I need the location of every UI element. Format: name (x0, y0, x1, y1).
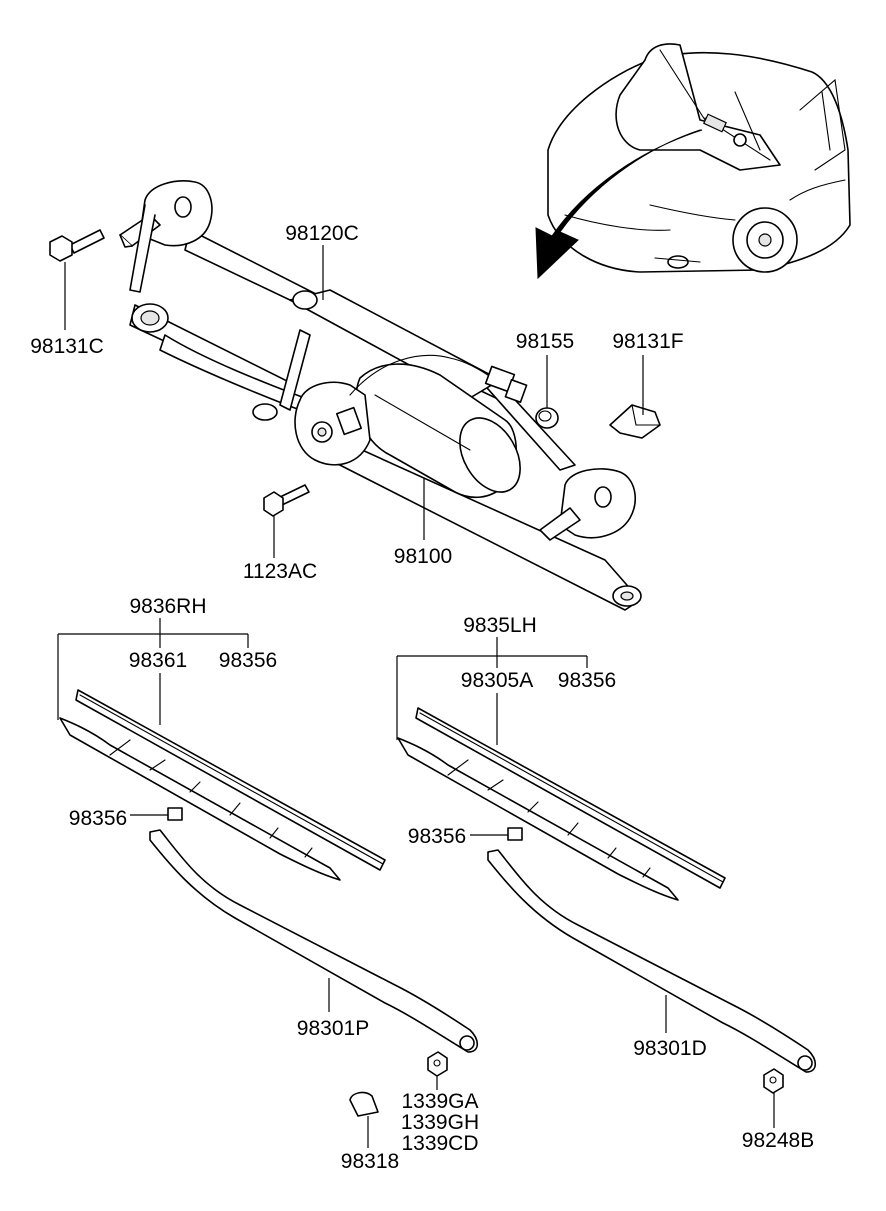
label-98305A: 98305A (461, 669, 533, 692)
label-98248B: 98248B (742, 1129, 814, 1152)
wiper-linkage-assembly (119, 180, 642, 611)
label-98356-rh-clip: 98356 (69, 807, 127, 830)
leader-lines (57, 245, 775, 1148)
bolt-1123AC-drawing (263, 484, 310, 517)
rh-wiper-arm-drawing (149, 829, 479, 1053)
label-1339GH: 1339GH (401, 1111, 479, 1134)
label-98356-rh-refill: 98356 (219, 649, 277, 672)
label-98356-lh-clip: 98356 (408, 825, 466, 848)
nut-98248B-drawing (763, 1068, 784, 1094)
grommet-98155-drawing (535, 407, 559, 429)
part-labels: 98120C 98131C 98155 98131F 1123AC 98100 … (30, 222, 814, 1173)
bolt-98131C-drawing (49, 229, 105, 262)
lh-wiper-arm-drawing (487, 849, 817, 1073)
label-9836RH: 9836RH (129, 595, 206, 618)
lh-wiper-blade-drawing (397, 707, 726, 901)
car-location-illustration (535, 43, 851, 280)
label-98131C: 98131C (30, 335, 104, 358)
label-1123AC: 1123AC (243, 560, 317, 583)
label-1339GA: 1339GA (401, 1090, 478, 1113)
label-98100: 98100 (394, 545, 452, 568)
label-98155: 98155 (516, 330, 574, 353)
label-9835LH: 9835LH (463, 614, 537, 637)
cap-98318-drawing (349, 1091, 379, 1117)
rh-wiper-blade-drawing (59, 689, 386, 881)
label-98301D: 98301D (633, 1037, 707, 1060)
label-98318: 98318 (341, 1150, 399, 1173)
clip-98131F-drawing (609, 404, 661, 439)
label-98131F: 98131F (612, 330, 683, 353)
label-98356-lh-refill: 98356 (558, 669, 616, 692)
label-98120C: 98120C (285, 222, 359, 245)
nut-1339-drawing (427, 1051, 448, 1077)
label-1339CD: 1339CD (401, 1132, 478, 1155)
label-98361: 98361 (129, 649, 187, 672)
label-98301P: 98301P (297, 1017, 369, 1040)
